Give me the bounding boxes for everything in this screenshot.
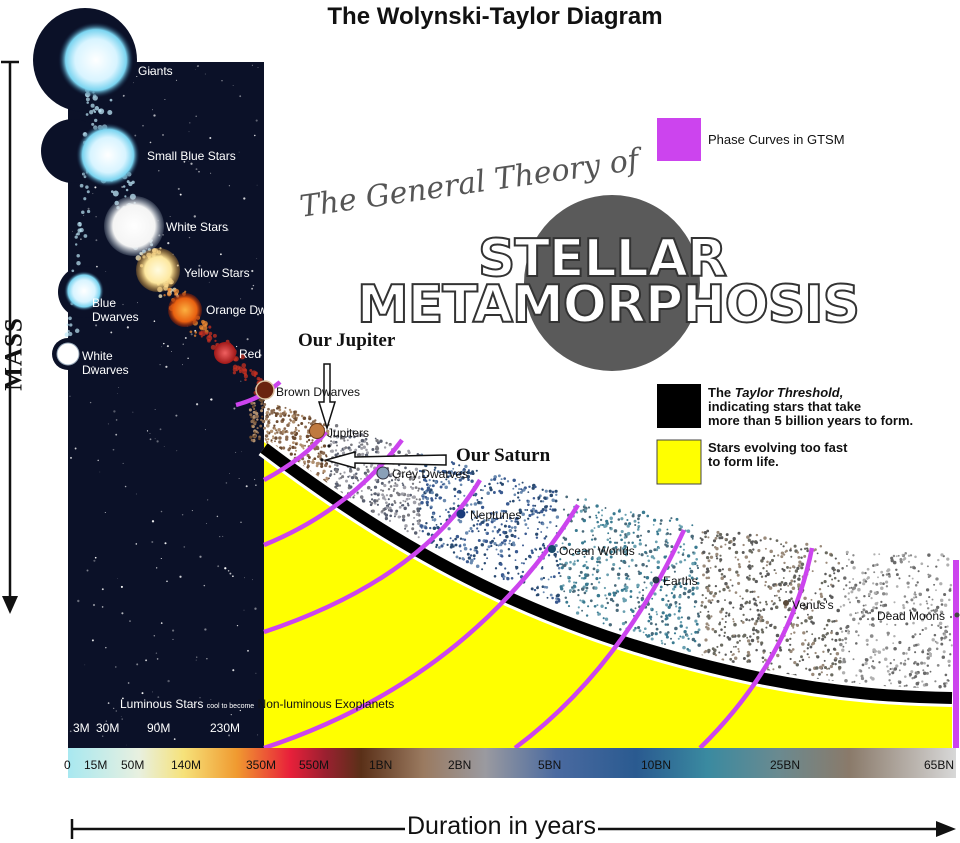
blue-giant-star: [58, 22, 134, 98]
label-venuses: Venus's: [792, 598, 834, 612]
tick-5bn: 5BN: [538, 758, 562, 772]
tick-top-230m: 230M: [210, 721, 241, 735]
label-brown-dwarves: Brown Dwarves: [276, 385, 361, 399]
logo-metamorphosis: METAMORPHOSIS: [356, 275, 861, 335]
dead-moon-body: [954, 612, 960, 618]
label-dead-moons: Dead Moons: [877, 609, 946, 623]
earth-body: [652, 576, 660, 584]
white-dwarf-star: [56, 342, 80, 366]
label-ocean-worlds: Ocean Worlds: [559, 544, 635, 558]
tick-550m: 550M: [299, 758, 330, 772]
logo-planet: [524, 195, 700, 371]
taylor-threshold-curve: [260, 443, 953, 704]
tick-10bn: 10BN: [641, 758, 672, 772]
legend-threshold-line3: more than 5 billion years to form.: [708, 413, 914, 428]
small-blue-star: [76, 123, 140, 187]
venus-body: [783, 600, 789, 606]
tick-15m: 15M: [84, 758, 108, 772]
ocean-world-body: [548, 545, 556, 553]
tick-top-90m: 90M: [147, 721, 171, 735]
phase-curve-4: [263, 478, 482, 635]
tick-65bn: 65BN: [924, 758, 955, 772]
label-jupiters: Jupiters: [327, 426, 370, 440]
legend-fast-line1: Stars evolving too fast: [708, 440, 848, 455]
tick-top-3m: 3M: [73, 721, 90, 735]
jupiter-body: [309, 423, 325, 439]
jupiter-arrow: [317, 363, 337, 448]
tick-2bn: 2BN: [448, 758, 472, 772]
legend-fast-swatch: [656, 439, 702, 485]
blue-dwarf-star: [64, 271, 104, 311]
saturn-arrow: [320, 451, 447, 469]
legend-phase-swatch: [657, 118, 701, 161]
white-star: [104, 196, 164, 256]
tick-350m: 350M: [246, 758, 277, 772]
tick-0: 0: [64, 758, 71, 772]
legend-phase-label: Phase Curves in GTSM: [708, 132, 845, 147]
annotation-our-saturn: Our Saturn: [456, 445, 551, 466]
logo-stellar: STELLAR: [477, 229, 728, 289]
grey-dwarf-body: [376, 466, 390, 480]
legend-threshold-swatch: [657, 384, 701, 428]
phase-curve-7: [698, 547, 815, 750]
page-title: The Wolynski-Taylor Diagram: [327, 3, 663, 30]
fast-evolution-region: [264, 442, 952, 748]
y-axis-label: MASS: [0, 317, 28, 391]
tick-top-30m: 30M: [96, 721, 120, 735]
phase-curve-6: [513, 529, 687, 750]
tick-140m: 140M: [171, 758, 202, 772]
legend-fast-line2: to form life.: [708, 454, 779, 469]
duration-color-bar: [68, 748, 956, 778]
label-earths: Earths: [663, 574, 698, 588]
mass-arrow: [1, 60, 19, 614]
neptune-body: [456, 509, 466, 519]
label-neptunes: Neptunes: [470, 508, 522, 522]
tick-25bn: 25BN: [770, 758, 801, 772]
bottom-note: Luminous Stars cool to become Non-lumino…: [120, 697, 395, 711]
tick-50m: 50M: [121, 758, 145, 772]
legend-threshold-line1: The Taylor Threshold,: [708, 385, 844, 400]
orange-dwarf-star: [168, 293, 202, 327]
brown-dwarf-body: [255, 380, 275, 400]
tick-1bn: 1BN: [369, 758, 393, 772]
label-white-stars: White Stars: [166, 220, 229, 234]
yellow-star: [136, 248, 180, 292]
label-yellow-stars: Yellow Stars: [184, 266, 250, 280]
label-red-dwarves: Red Dwarves: [239, 347, 312, 361]
exoplanet-band: [248, 397, 953, 693]
annotation-our-jupiter: Our Jupiter: [298, 330, 396, 351]
label-orange-dwarves: Orange Dwarves: [206, 303, 297, 317]
phase-curve-5: [263, 503, 580, 751]
label-small-blue-stars: Small Blue Stars: [147, 149, 236, 163]
x-axis-label: Duration in years: [405, 812, 598, 841]
phase-curves: [235, 380, 959, 751]
label-grey-dwarves: Grey Dwarves: [392, 467, 469, 481]
legend-threshold-line2: indicating stars that take: [708, 399, 862, 414]
red-dwarf-star: [214, 342, 236, 364]
